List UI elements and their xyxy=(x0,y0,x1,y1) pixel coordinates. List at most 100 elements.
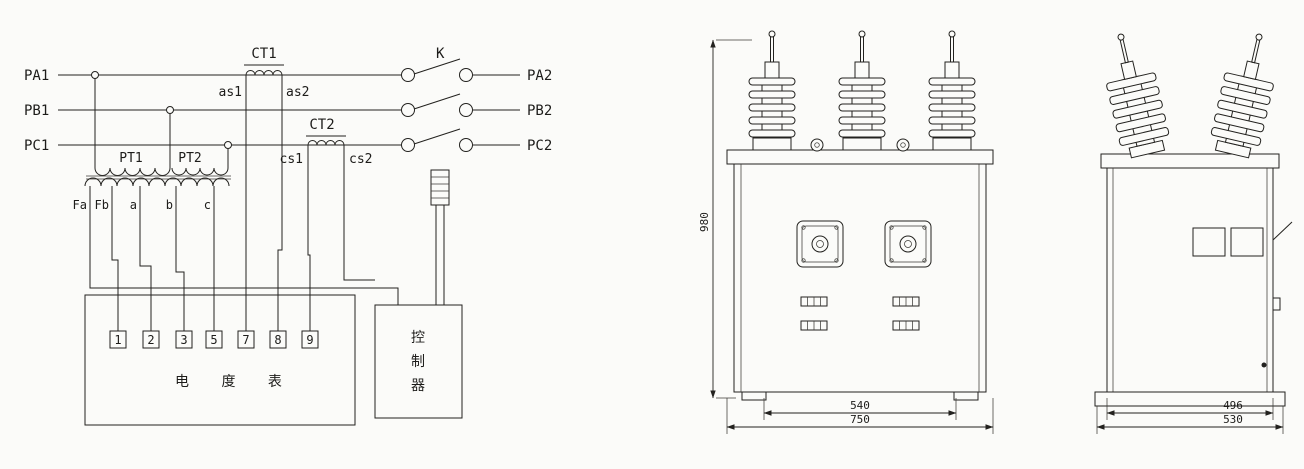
lifting-lug-left-hole xyxy=(814,142,820,148)
terminal-num-2: 2 xyxy=(147,333,154,347)
side-plate-right xyxy=(1230,227,1264,257)
terminal-box-9 xyxy=(301,330,319,349)
terminal-box-3 xyxy=(175,330,193,349)
front-foot-right xyxy=(953,391,979,401)
dim-width-530: 530 xyxy=(1096,406,1284,434)
inspection-window-left xyxy=(796,220,844,268)
ct1-label: CT1 xyxy=(251,46,276,62)
front-foot-left xyxy=(741,391,767,401)
tap-junction-b xyxy=(166,106,174,114)
terminal-num-3: 3 xyxy=(180,333,187,347)
bushing-phase-b xyxy=(838,30,886,151)
side-tank-body xyxy=(1106,167,1274,393)
label-pc2: PC2 xyxy=(527,138,552,154)
side-base-channel xyxy=(1094,391,1286,407)
front-view: 980 540 750 xyxy=(698,30,994,434)
lifting-lug-left xyxy=(810,138,824,152)
terminal-box-2 xyxy=(142,330,160,349)
pt1-primary-coil xyxy=(94,167,171,176)
terminal-num-1: 1 xyxy=(114,333,121,347)
pt-primary-risers xyxy=(94,75,229,168)
switch-pole-c xyxy=(401,128,473,152)
wire-cs1 xyxy=(307,145,311,331)
side-nub xyxy=(1272,297,1281,311)
terminal-num-5: 5 xyxy=(210,333,217,347)
terminal-num-9: 9 xyxy=(306,333,313,347)
dim-text-750: 750 xyxy=(850,413,870,426)
wire-a xyxy=(139,186,152,331)
pt1-label: PT1 xyxy=(119,151,142,166)
voltage-transformers-pt: PT1 PT2 Fa Fb a b c xyxy=(73,71,232,212)
ct2-coil xyxy=(307,140,345,146)
energy-meter-box: 1 2 3 5 7 8 9 电 度 表 xyxy=(84,294,356,426)
controller-char-1: 控 xyxy=(411,330,425,346)
front-lid xyxy=(726,149,994,165)
pt-terminal-b: b xyxy=(166,198,173,212)
terminal-strip-3 xyxy=(800,320,828,331)
controller-box: 控 制 器 xyxy=(374,304,463,419)
dim-text-980: 980 xyxy=(698,212,711,232)
side-bushing-right xyxy=(1207,28,1285,161)
wire-cs2 xyxy=(343,145,375,281)
pt2-label: PT2 xyxy=(178,151,201,166)
ct1-coil xyxy=(245,70,283,76)
switch-k-label: K xyxy=(436,46,445,62)
label-pa1: PA1 xyxy=(24,68,49,84)
dim-text-540: 540 xyxy=(850,399,870,412)
lifting-lug-right-hole xyxy=(900,142,906,148)
dim-width-750: 750 xyxy=(726,398,994,434)
pt-core-lines xyxy=(86,175,231,180)
terminal-strip-1 xyxy=(800,296,828,307)
switch-pole-b xyxy=(401,93,473,117)
ct2-cs1-label: cs1 xyxy=(280,152,303,167)
controller-coil xyxy=(430,169,450,305)
terminal-strip-2 xyxy=(892,296,920,307)
wire-as2 xyxy=(277,75,283,331)
pt-terminal-fa: Fa xyxy=(73,198,87,212)
wire-fb xyxy=(111,186,119,331)
front-tank-body xyxy=(733,163,987,393)
dim-width-496: 496 xyxy=(1106,398,1274,420)
pt-terminal-fb: Fb xyxy=(95,198,109,212)
secondary-wiring xyxy=(89,75,399,331)
side-bracket-tick xyxy=(1272,221,1293,241)
switch-pole-a xyxy=(401,58,473,82)
ct2-label: CT2 xyxy=(309,117,334,133)
side-drain-dot xyxy=(1261,362,1267,368)
pt2-primary-coil xyxy=(171,167,229,176)
current-transformer-ct1: CT1 as1 as2 xyxy=(219,46,310,100)
dim-text-530: 530 xyxy=(1223,413,1243,426)
controller-char-2: 制 xyxy=(411,354,425,370)
ct1-as2-label: as2 xyxy=(286,85,309,100)
side-plate-left xyxy=(1192,227,1226,257)
label-pb1: PB1 xyxy=(24,103,49,119)
bushing-phase-c xyxy=(928,30,976,151)
label-pb2: PB2 xyxy=(527,103,552,119)
meter-terminal-blocks: 1 2 3 5 7 8 9 xyxy=(109,330,319,349)
wire-fa xyxy=(89,186,399,305)
dim-width-540: 540 xyxy=(763,398,957,420)
controller-char-3: 器 xyxy=(411,378,425,394)
tap-junction-a xyxy=(91,71,99,79)
side-view: 496 530 xyxy=(1094,28,1293,434)
coil-leads xyxy=(435,205,445,305)
tap-junction-c xyxy=(224,141,232,149)
meter-enclosure xyxy=(84,294,356,426)
meter-label: 电 度 表 xyxy=(175,374,296,390)
terminal-box-5 xyxy=(205,330,223,349)
terminal-box-8 xyxy=(269,330,287,349)
lifting-lug-right xyxy=(896,138,910,152)
label-pc1: PC1 xyxy=(24,138,49,154)
disconnect-switch-k: K xyxy=(401,46,473,152)
pt-secondary-coils xyxy=(84,177,230,187)
coil-winding-hatch xyxy=(431,176,449,199)
side-bushing-left xyxy=(1095,28,1173,161)
coil-winding xyxy=(430,169,450,206)
inspection-window-right xyxy=(884,220,932,268)
wire-b xyxy=(175,186,185,331)
side-lid xyxy=(1100,153,1280,169)
terminal-num-7: 7 xyxy=(242,333,249,347)
label-pa2: PA2 xyxy=(527,68,552,84)
